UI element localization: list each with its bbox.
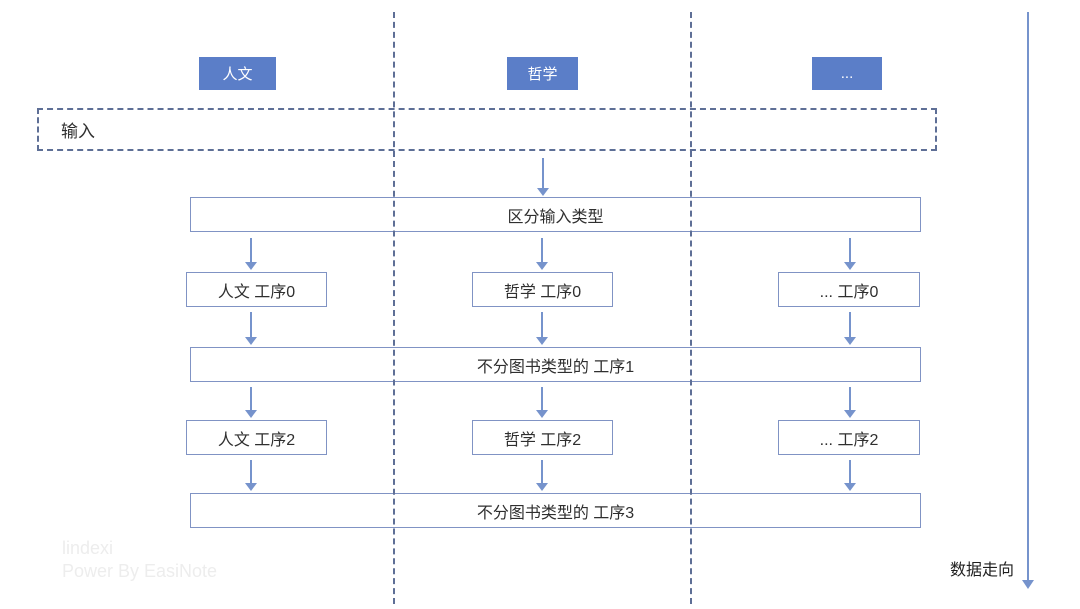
process-box-humanities-step2: 人文 工序2 — [186, 420, 327, 455]
shared-stage-label: 不分图书类型的 工序3 — [476, 504, 635, 522]
down-arrow — [245, 387, 257, 418]
classify-stage-box: 区分输入类型 — [190, 197, 921, 232]
down-arrow — [536, 238, 548, 270]
column-separator-line — [393, 12, 395, 604]
down-arrow — [536, 460, 548, 491]
column-header-ellipsis: ... — [812, 57, 882, 90]
data-flow-arrowhead-icon — [1022, 580, 1034, 589]
process-box-label: 哲学 工序2 — [503, 431, 582, 449]
process-box-philosophy-step0: 哲学 工序0 — [472, 272, 613, 307]
process-box-label: ... 工序0 — [819, 283, 879, 301]
down-arrow — [537, 158, 549, 196]
process-box-label: 哲学 工序0 — [503, 283, 582, 301]
shared-stage-label: 不分图书类型的 工序1 — [476, 358, 635, 376]
process-box-label: 人文 工序0 — [217, 283, 296, 301]
down-arrow — [536, 312, 548, 345]
process-box-philosophy-step2: 哲学 工序2 — [472, 420, 613, 455]
watermark-line2: Power By EasiNote — [62, 561, 218, 581]
column-header-label: 哲学 — [527, 66, 558, 83]
input-stage-box: 输入 — [37, 108, 937, 151]
down-arrow — [844, 312, 856, 345]
down-arrow — [245, 460, 257, 491]
input-stage-label: 输入 — [61, 122, 95, 141]
process-box-ellipsis-step2: ... 工序2 — [778, 420, 920, 455]
shared-stage-box-step1: 不分图书类型的 工序1 — [190, 347, 921, 382]
watermark: lindexi Power By EasiNote — [62, 537, 217, 583]
process-box-humanities-step0: 人文 工序0 — [186, 272, 327, 307]
down-arrow — [844, 238, 856, 270]
shared-stage-box-step3: 不分图书类型的 工序3 — [190, 493, 921, 528]
column-separator-line — [690, 12, 692, 604]
process-box-label: ... 工序2 — [819, 431, 879, 449]
process-box-label: 人文 工序2 — [217, 431, 296, 449]
down-arrow — [245, 312, 257, 345]
column-header-label: 人文 — [222, 66, 253, 83]
column-header-philosophy: 哲学 — [507, 57, 578, 90]
watermark-line1: lindexi — [62, 538, 114, 558]
data-flow-arrow-line — [1027, 12, 1029, 582]
down-arrow — [844, 460, 856, 491]
column-header-humanities: 人文 — [199, 57, 276, 90]
column-header-label: ... — [840, 65, 854, 82]
process-box-ellipsis-step0: ... 工序0 — [778, 272, 920, 307]
down-arrow — [536, 387, 548, 418]
data-flow-label: 数据走向 — [950, 562, 1015, 579]
down-arrow — [245, 238, 257, 270]
down-arrow — [844, 387, 856, 418]
classify-stage-label: 区分输入类型 — [507, 208, 604, 226]
